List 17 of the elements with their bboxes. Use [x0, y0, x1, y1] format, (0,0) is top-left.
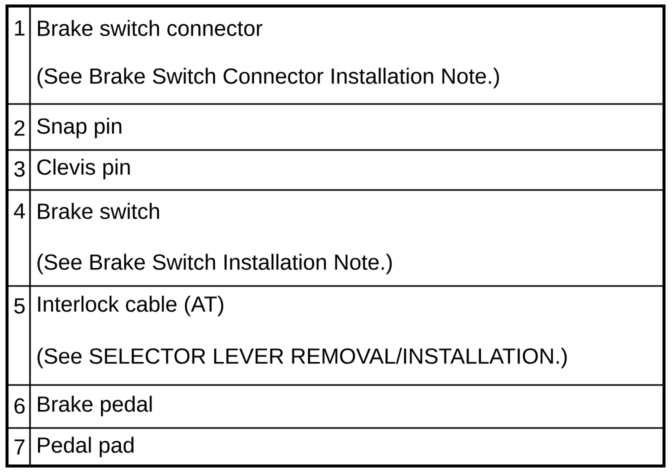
row-number: 5	[14, 298, 25, 314]
row-number: 1	[15, 20, 25, 36]
cell-text: Clevis pin	[37, 158, 130, 180]
cell-text: Pedal pad	[38, 436, 134, 458]
cell-text: Brake pedal	[38, 396, 152, 416]
row-number: 4	[14, 203, 25, 219]
row-number: 3	[14, 161, 25, 177]
row-number: 2	[14, 120, 24, 136]
row-number: 6	[14, 398, 25, 414]
cell-text: (See Brake Switch Installation Note.)	[38, 254, 392, 274]
cell-text: (See Brake Switch Connector Installation Note.)	[38, 68, 499, 88]
cell-text: Snap pin	[37, 118, 122, 138]
cell-text: Brake switch connector	[38, 20, 262, 36]
cell-text: Interlock cable (AT)	[38, 296, 224, 316]
cell-text: (See SELECTOR LEVER REMOVAL/INSTALLATION.)	[38, 348, 567, 368]
row-number: 7	[14, 439, 24, 455]
cell-text: Brake switch	[38, 202, 159, 220]
